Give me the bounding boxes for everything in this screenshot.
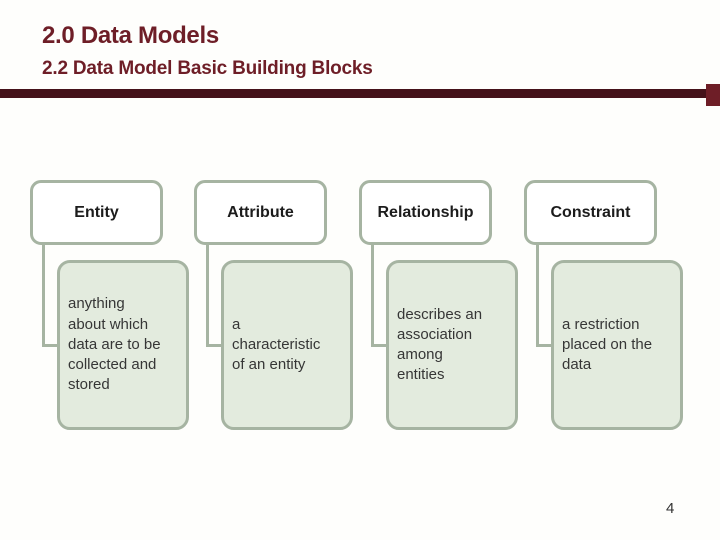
node-description-box-entity: anything about which data are to be coll… xyxy=(57,260,189,430)
connector-vertical-attribute xyxy=(206,244,209,347)
connector-elbow-constraint xyxy=(536,344,553,347)
connector-vertical-relationship xyxy=(371,244,374,347)
slide-title: 2.0 Data Models xyxy=(42,22,219,49)
node-description-box-constraint: a restriction placed on the data xyxy=(551,260,683,430)
node-description-relationship: describes an association among entities xyxy=(397,305,483,384)
connector-vertical-entity xyxy=(42,244,45,347)
node-description-box-relationship: describes an association among entities xyxy=(386,260,518,430)
node-title-relationship: Relationship xyxy=(377,203,474,221)
node-title-entity: Entity xyxy=(74,203,119,221)
node-title-constraint: Constraint xyxy=(550,203,631,221)
node-title-box-entity: Entity xyxy=(30,180,163,245)
page-number: 4 xyxy=(666,500,675,517)
node-title-box-relationship: Relationship xyxy=(359,180,492,245)
connector-vertical-constraint xyxy=(536,244,539,347)
node-description-attribute: a characteristic of an entity xyxy=(232,315,321,374)
node-title-box-attribute: Attribute xyxy=(194,180,327,245)
slide-subtitle: 2.2 Data Model Basic Building Blocks xyxy=(42,58,373,79)
node-title-attribute: Attribute xyxy=(227,203,294,221)
connector-elbow-attribute xyxy=(206,344,223,347)
header-rule-endcap xyxy=(706,84,720,106)
header-rule xyxy=(0,89,720,98)
connector-elbow-entity xyxy=(42,344,59,347)
node-description-box-attribute: a characteristic of an entity xyxy=(221,260,353,430)
node-description-entity: anything about which data are to be coll… xyxy=(68,295,161,394)
node-title-box-constraint: Constraint xyxy=(524,180,657,245)
connector-elbow-relationship xyxy=(371,344,388,347)
node-description-constraint: a restriction placed on the data xyxy=(562,315,653,374)
